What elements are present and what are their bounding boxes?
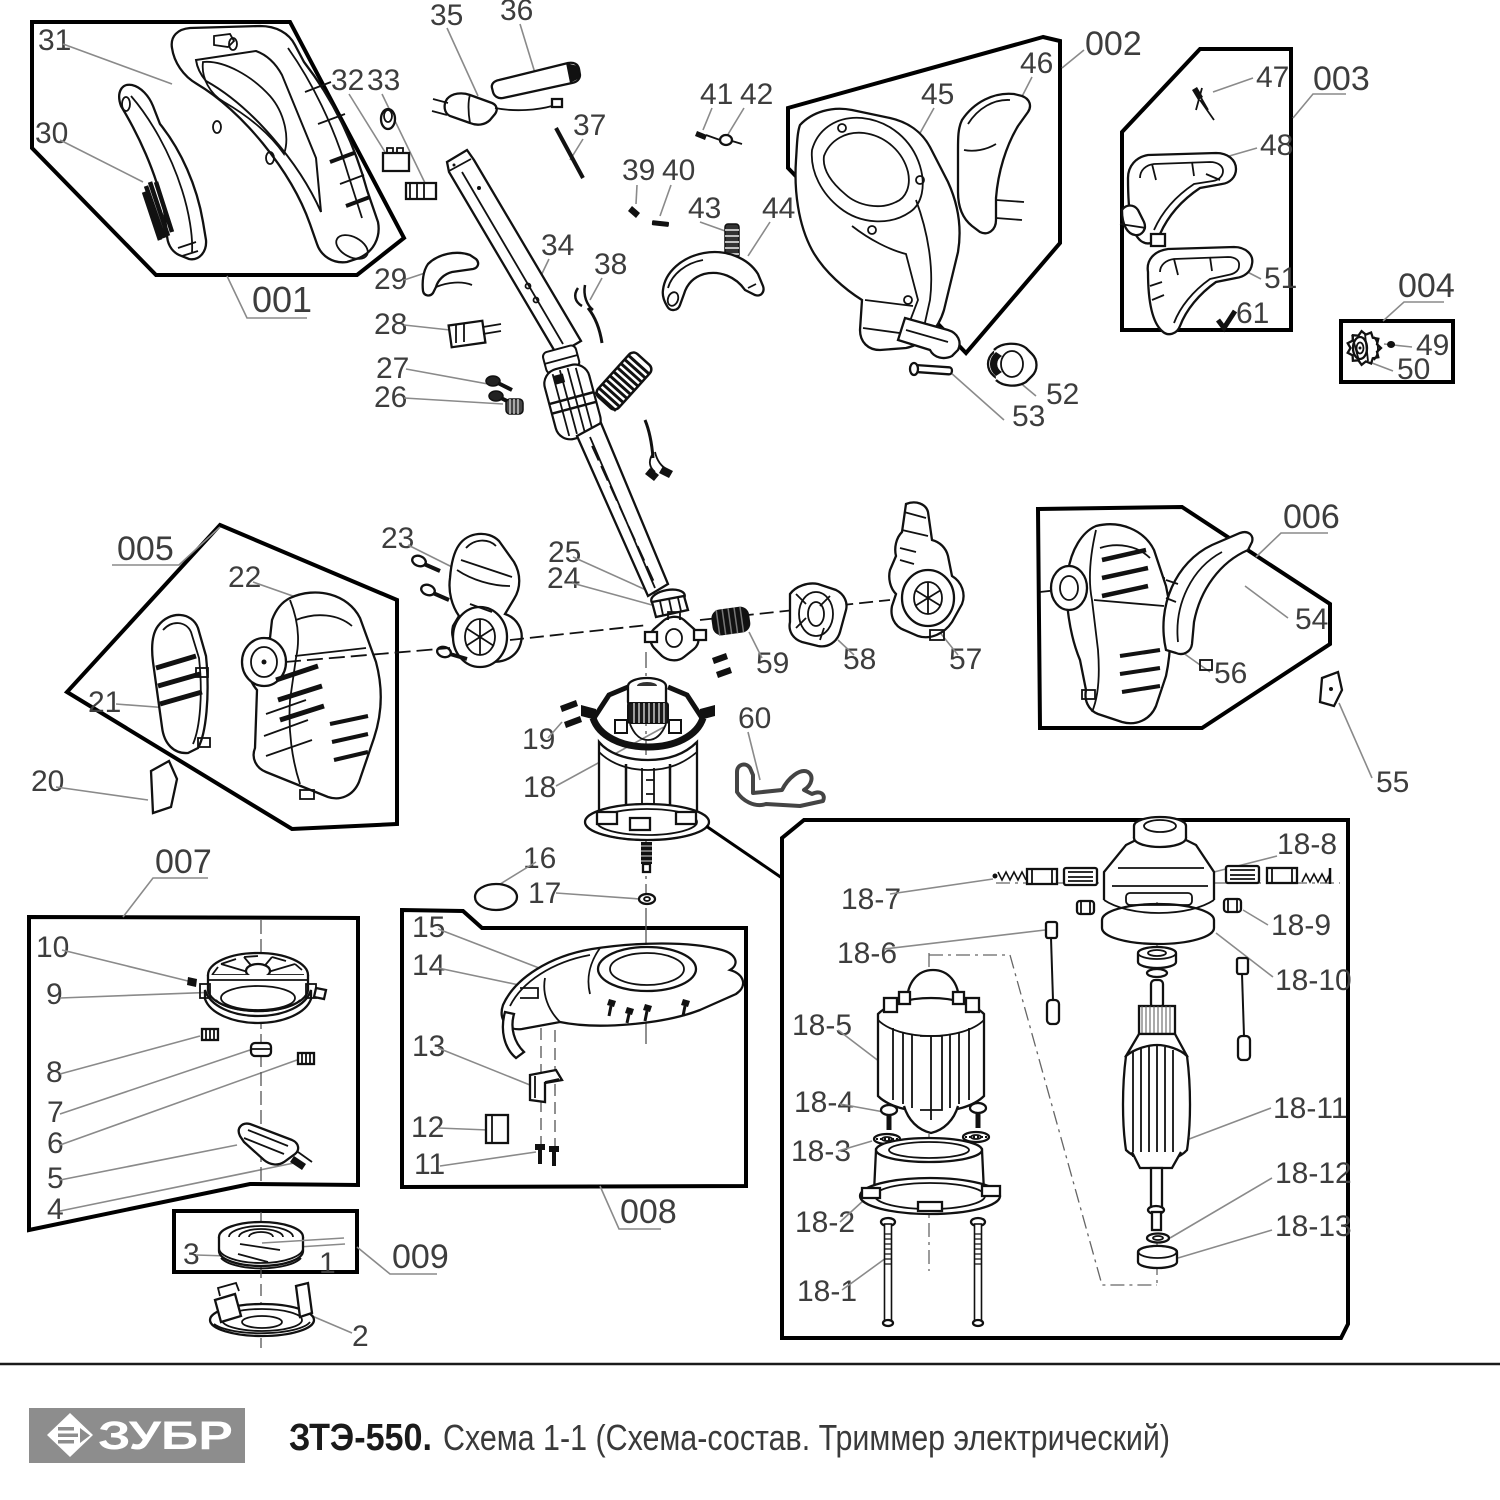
svg-text:009: 009 bbox=[392, 1238, 449, 1276]
svg-text:57: 57 bbox=[949, 643, 982, 676]
svg-text:10: 10 bbox=[36, 931, 69, 964]
svg-text:44: 44 bbox=[762, 192, 795, 225]
svg-text:18-1: 18-1 bbox=[797, 1275, 857, 1308]
svg-text:18-5: 18-5 bbox=[792, 1009, 852, 1042]
svg-text:27: 27 bbox=[376, 352, 409, 385]
svg-text:26: 26 bbox=[374, 381, 407, 414]
svg-text:28: 28 bbox=[374, 308, 407, 341]
svg-text:007: 007 bbox=[155, 843, 212, 881]
svg-text:19: 19 bbox=[522, 723, 555, 756]
svg-text:55: 55 bbox=[1376, 766, 1409, 799]
svg-text:11: 11 bbox=[414, 1148, 445, 1181]
svg-text:24: 24 bbox=[547, 562, 580, 595]
svg-text:18: 18 bbox=[523, 771, 556, 804]
svg-text:18-3: 18-3 bbox=[791, 1135, 851, 1168]
svg-text:54: 54 bbox=[1295, 603, 1328, 636]
svg-text:008: 008 bbox=[620, 1193, 677, 1231]
svg-text:002: 002 bbox=[1085, 25, 1142, 63]
svg-text:16: 16 bbox=[523, 842, 556, 875]
svg-text:60: 60 bbox=[738, 702, 771, 735]
svg-text:18-13: 18-13 bbox=[1275, 1210, 1352, 1243]
svg-text:18-2: 18-2 bbox=[795, 1206, 855, 1239]
svg-text:1: 1 bbox=[319, 1247, 336, 1280]
svg-text:48: 48 bbox=[1260, 129, 1293, 162]
svg-text:33: 33 bbox=[367, 64, 400, 97]
svg-text:18-7: 18-7 bbox=[841, 883, 901, 916]
svg-text:50: 50 bbox=[1397, 353, 1430, 386]
svg-text:53: 53 bbox=[1012, 400, 1045, 433]
svg-text:35: 35 bbox=[430, 0, 463, 32]
svg-text:9: 9 bbox=[46, 978, 63, 1011]
svg-text:18-6: 18-6 bbox=[837, 937, 897, 970]
svg-text:51: 51 bbox=[1264, 262, 1297, 295]
svg-text:56: 56 bbox=[1214, 657, 1247, 690]
svg-text:32: 32 bbox=[331, 64, 364, 97]
svg-text:29: 29 bbox=[374, 263, 407, 296]
svg-text:20: 20 bbox=[31, 765, 64, 798]
svg-text:2: 2 bbox=[352, 1320, 369, 1353]
svg-text:37: 37 bbox=[573, 109, 606, 142]
svg-text:006: 006 bbox=[1283, 498, 1340, 536]
svg-text:22: 22 bbox=[228, 561, 261, 594]
svg-text:34: 34 bbox=[541, 229, 574, 262]
svg-text:23: 23 bbox=[381, 522, 414, 555]
svg-text:18-12: 18-12 bbox=[1275, 1157, 1352, 1190]
svg-text:15: 15 bbox=[412, 911, 445, 944]
svg-text:38: 38 bbox=[594, 248, 627, 281]
svg-text:46: 46 bbox=[1020, 47, 1053, 80]
svg-text:59: 59 bbox=[756, 647, 789, 680]
svg-text:41: 41 bbox=[700, 78, 733, 111]
svg-text:7: 7 bbox=[47, 1096, 64, 1129]
svg-text:39: 39 bbox=[622, 154, 655, 187]
svg-text:43: 43 bbox=[688, 192, 721, 225]
svg-text:ЗТЭ-550.: ЗТЭ-550. bbox=[289, 1417, 432, 1459]
svg-text:49: 49 bbox=[1416, 329, 1449, 362]
svg-text:18-8: 18-8 bbox=[1277, 828, 1337, 861]
svg-text:58: 58 bbox=[843, 643, 876, 676]
svg-text:18-4: 18-4 bbox=[794, 1086, 854, 1119]
svg-text:45: 45 bbox=[921, 78, 954, 111]
svg-text:005: 005 bbox=[117, 530, 174, 568]
svg-text:13: 13 bbox=[412, 1030, 445, 1063]
svg-text:61: 61 bbox=[1236, 297, 1269, 330]
svg-text:21: 21 bbox=[88, 686, 121, 719]
svg-text:8: 8 bbox=[46, 1056, 63, 1089]
svg-text:42: 42 bbox=[740, 78, 773, 111]
svg-text:17: 17 bbox=[528, 877, 561, 910]
svg-text:31: 31 bbox=[38, 24, 71, 57]
svg-text:004: 004 bbox=[1398, 267, 1455, 305]
svg-text:6: 6 bbox=[47, 1127, 64, 1160]
svg-text:30: 30 bbox=[35, 117, 68, 150]
svg-text:40: 40 bbox=[662, 154, 695, 187]
svg-text:52: 52 bbox=[1046, 378, 1079, 411]
svg-text:003: 003 bbox=[1313, 60, 1370, 98]
svg-text:4: 4 bbox=[47, 1193, 64, 1226]
svg-text:3: 3 bbox=[183, 1238, 200, 1271]
svg-text:Схема 1-1 (Схема-состав. Тримм: Схема 1-1 (Схема-состав. Триммер электри… bbox=[443, 1417, 1170, 1458]
svg-text:25: 25 bbox=[548, 536, 581, 569]
svg-text:47: 47 bbox=[1256, 61, 1289, 94]
svg-text:5: 5 bbox=[47, 1162, 64, 1195]
svg-text:001: 001 bbox=[252, 279, 312, 320]
svg-text:18-9: 18-9 bbox=[1271, 909, 1331, 942]
svg-text:ЗУБР: ЗУБР bbox=[98, 1414, 233, 1458]
svg-text:14: 14 bbox=[412, 949, 445, 982]
svg-text:18-10: 18-10 bbox=[1275, 964, 1352, 997]
svg-text:18-11: 18-11 bbox=[1273, 1092, 1348, 1125]
svg-text:36: 36 bbox=[500, 0, 533, 27]
